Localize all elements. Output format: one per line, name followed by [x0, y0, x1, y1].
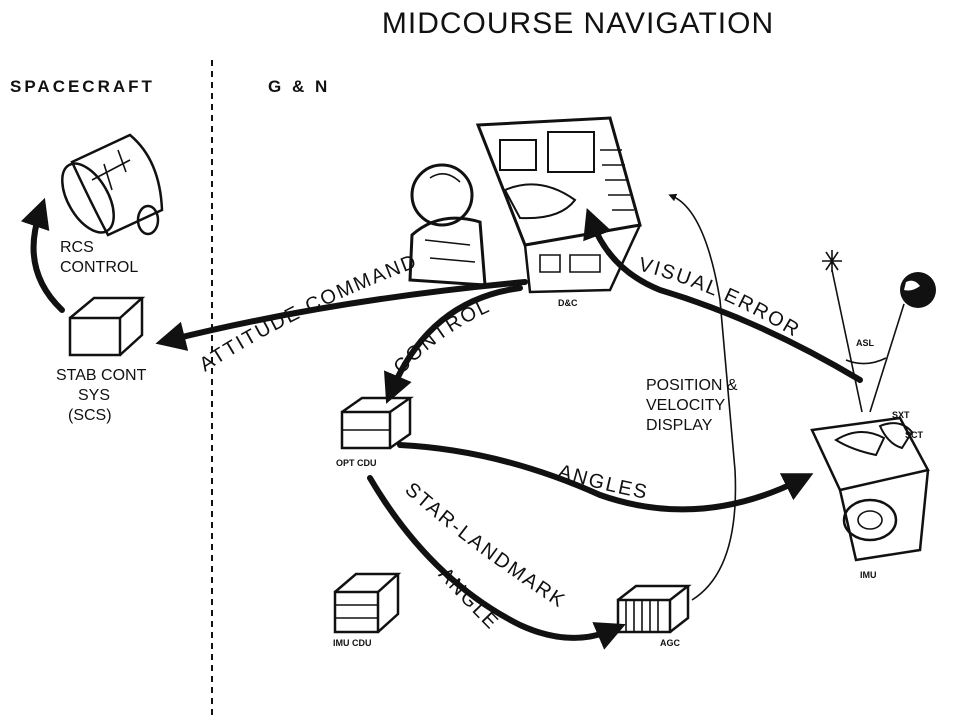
sct-label: SCT: [905, 430, 924, 440]
rcs-thruster-icon: [52, 135, 162, 241]
sxt-label: SXT: [892, 410, 910, 420]
landmark-sight-line: [870, 304, 904, 412]
attitude-command-label: ATTITUDE COMMAND: [196, 250, 421, 376]
imu-label: IMU: [860, 570, 877, 580]
diagram-title: MIDCOURSE NAVIGATION: [382, 7, 774, 40]
rcs-control-label-line1: RCS: [60, 239, 94, 256]
agc-label: AGC: [660, 638, 681, 648]
position-display-line2: VELOCITY: [646, 397, 725, 414]
position-display-line3: DISPLAY: [646, 417, 713, 434]
visual-error-label: VISUAL ERROR: [636, 254, 804, 342]
dc-label: D&C: [558, 298, 578, 308]
imu-cdu-label: IMU CDU: [333, 638, 372, 648]
star-landmark-label: STAR-LANDMARK: [401, 478, 570, 612]
control-arrow: [392, 288, 520, 390]
earth-icon: [900, 272, 936, 308]
astronaut-icon: [410, 165, 485, 285]
star-icon: [822, 250, 842, 272]
scs-label-line2: SYS: [78, 387, 110, 404]
scs-to-rcs-arrow: [34, 212, 62, 310]
opt-cdu-label: OPT CDU: [336, 458, 377, 468]
position-display-line1: POSITION &: [646, 377, 738, 394]
imu-cdu-box-icon: [335, 574, 398, 632]
control-label: CONTROL: [389, 295, 494, 379]
scs-label-line3: (SCS): [68, 407, 112, 424]
scs-label-line1: STAB CONT: [56, 367, 147, 384]
asl-label: ASL: [856, 338, 875, 348]
rcs-control-label-line2: CONTROL: [60, 259, 138, 276]
dc-console-icon: [478, 118, 640, 292]
agc-box-icon: [618, 586, 688, 632]
angle-label: ANGLE: [434, 563, 503, 634]
scs-box-icon: [70, 298, 142, 355]
section-gn-label: G & N: [268, 77, 330, 96]
section-spacecraft-label: SPACECRAFT: [10, 77, 155, 96]
opt-cdu-box-icon: [342, 398, 410, 448]
asl-angle-arc: [846, 358, 886, 364]
